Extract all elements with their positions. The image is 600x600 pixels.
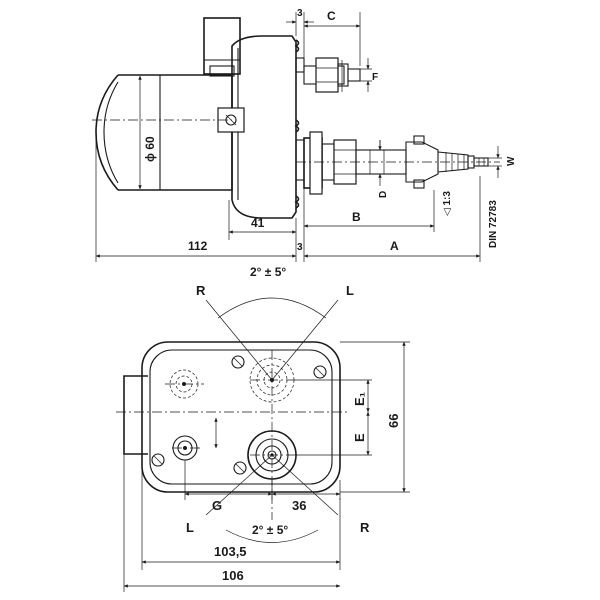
- R-bottom-label: R: [360, 520, 370, 535]
- R-top-label: R: [196, 283, 206, 298]
- mounting-bolts: [294, 39, 305, 209]
- dim-A-label: A: [390, 239, 399, 253]
- dim-B-label: B: [352, 210, 361, 224]
- taper-label: ◁ 1:3: [442, 191, 453, 216]
- dim-41-label: 41: [251, 216, 265, 230]
- G-label: G: [212, 498, 222, 513]
- E1-label: E₁: [352, 392, 367, 406]
- angle-top-label: 2° ± 5°: [250, 265, 286, 279]
- front-screws: [151, 355, 327, 475]
- E-label: E: [352, 433, 367, 442]
- dim-3-bottom-label: 3: [297, 242, 303, 253]
- side-bracket: [123, 375, 148, 455]
- angle-arc-bottom: [225, 529, 319, 543]
- dim-112-label: 112: [188, 239, 208, 253]
- outer-body: [141, 341, 341, 493]
- L-top-label: L: [346, 283, 354, 298]
- dim-C-label: C: [327, 9, 336, 23]
- dim-103-5-label: 103,5: [214, 544, 247, 559]
- dim-W-label: W: [506, 156, 517, 166]
- dim-106-label: 106: [222, 568, 244, 583]
- dim-36-label: 36: [292, 498, 306, 513]
- L-bottom-label: L: [186, 520, 194, 535]
- side-view: 112 41 3 A B 3 C F D W: [92, 8, 517, 262]
- angle-bottom-label: 2° ± 5°: [252, 523, 288, 537]
- front-view: 2° ± 5° R L: [116, 265, 410, 592]
- angle-arc-top: [217, 297, 327, 319]
- din-standard-label: DIN 72783: [488, 200, 499, 248]
- upper-stud: [303, 57, 361, 93]
- motor-housing: [95, 74, 233, 191]
- dim-F-label: F: [372, 72, 378, 83]
- dim-D-label: D: [378, 191, 389, 198]
- dim-3-top-label: 3: [297, 8, 303, 19]
- dim-66-label: 66: [386, 414, 401, 428]
- output-shaft: [303, 131, 489, 195]
- diameter-60-label: ϕ 60: [143, 136, 157, 162]
- connector-block: [203, 17, 241, 77]
